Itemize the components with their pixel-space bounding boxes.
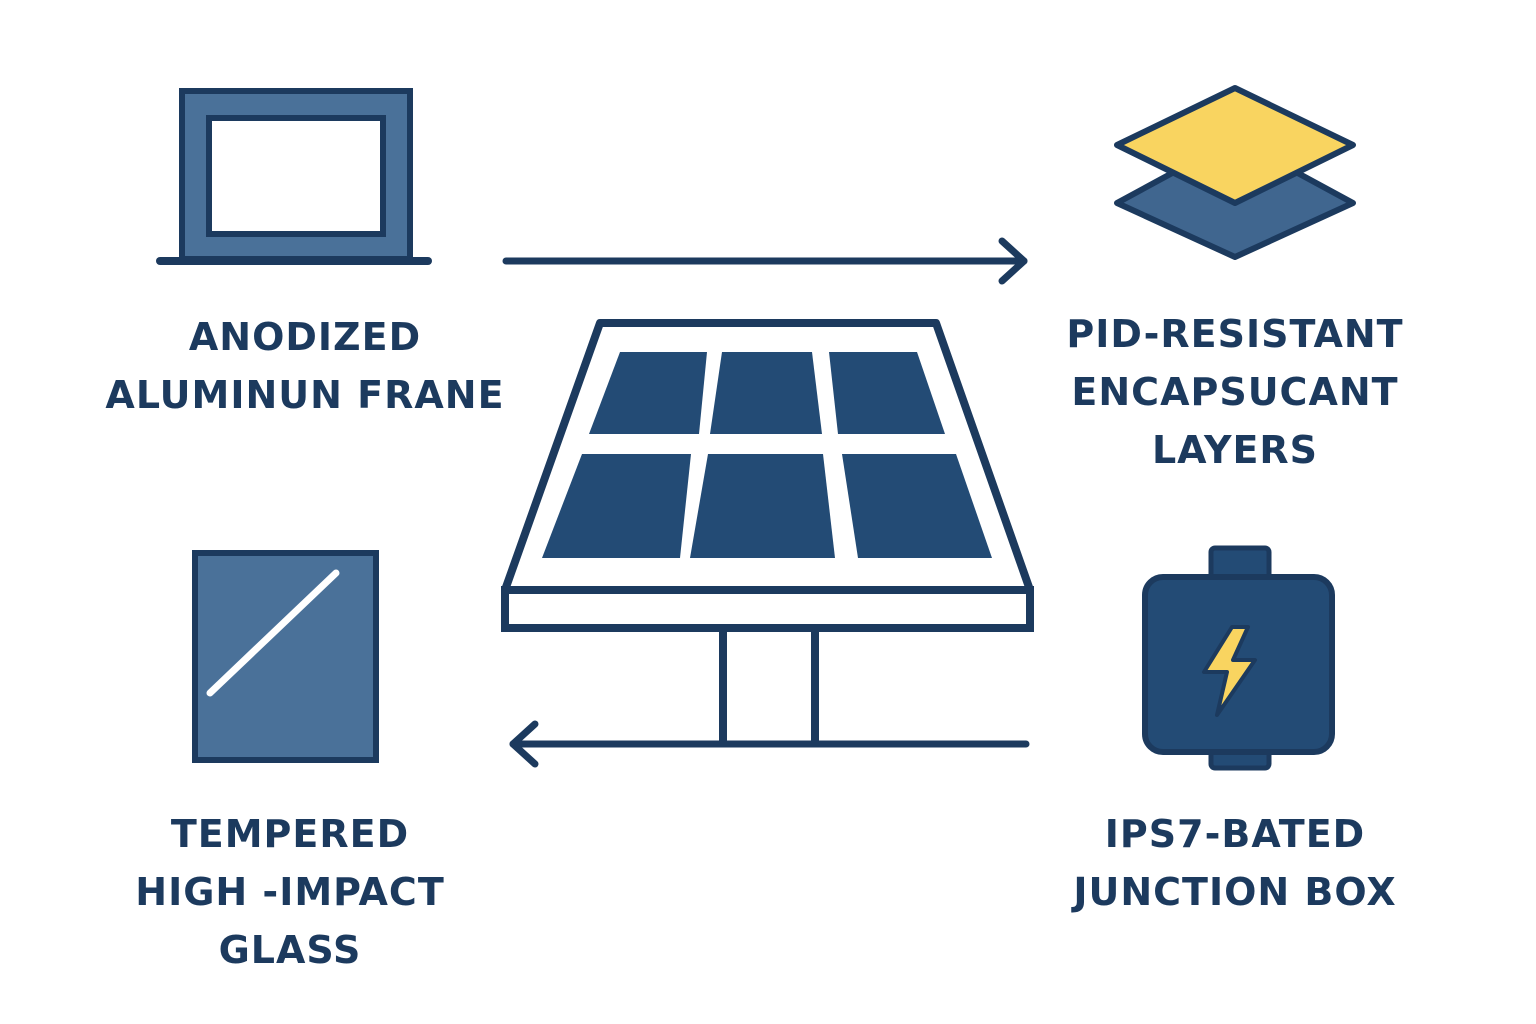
- label-tempered-glass: TEMPERED HIGH -IMPACT GLASS: [65, 805, 515, 979]
- label-line: ENCAPSUCANT: [1071, 370, 1399, 414]
- stacked-layers-icon: [1114, 85, 1356, 260]
- panel-stand: [719, 632, 819, 742]
- label-line: JUNCTION BOX: [1073, 870, 1397, 914]
- label-line: ANODIZED: [188, 315, 422, 359]
- arrow-left-icon: [509, 720, 1030, 768]
- label-line: ALUMINUN FRANE: [105, 373, 505, 417]
- solar-panel-icon: [501, 319, 1034, 742]
- label-line: HIGH -IMPACT: [135, 870, 445, 914]
- label-line: IPS7-BATED: [1104, 812, 1366, 856]
- label-aluminum-frame: ANODIZED ALUMINUN FRANE: [80, 308, 530, 424]
- glass-pane-icon: [192, 550, 379, 763]
- label-junction-box: IPS7-BATED JUNCTION BOX: [1010, 805, 1460, 921]
- junction-box-icon: [1142, 545, 1335, 771]
- label-line: TEMPERED: [170, 812, 410, 856]
- label-line: LAYERS: [1151, 428, 1319, 472]
- label-line: PID-RESISTANT: [1066, 312, 1404, 356]
- aluminum-frame-icon: [156, 88, 432, 265]
- arrow-right-icon: [502, 237, 1028, 285]
- solar-cells: [542, 352, 992, 558]
- lightning-bolt-icon: [1202, 625, 1257, 717]
- label-encapsulant-layers: PID-RESISTANT ENCAPSUCANT LAYERS: [1010, 305, 1460, 479]
- label-line: GLASS: [218, 928, 362, 972]
